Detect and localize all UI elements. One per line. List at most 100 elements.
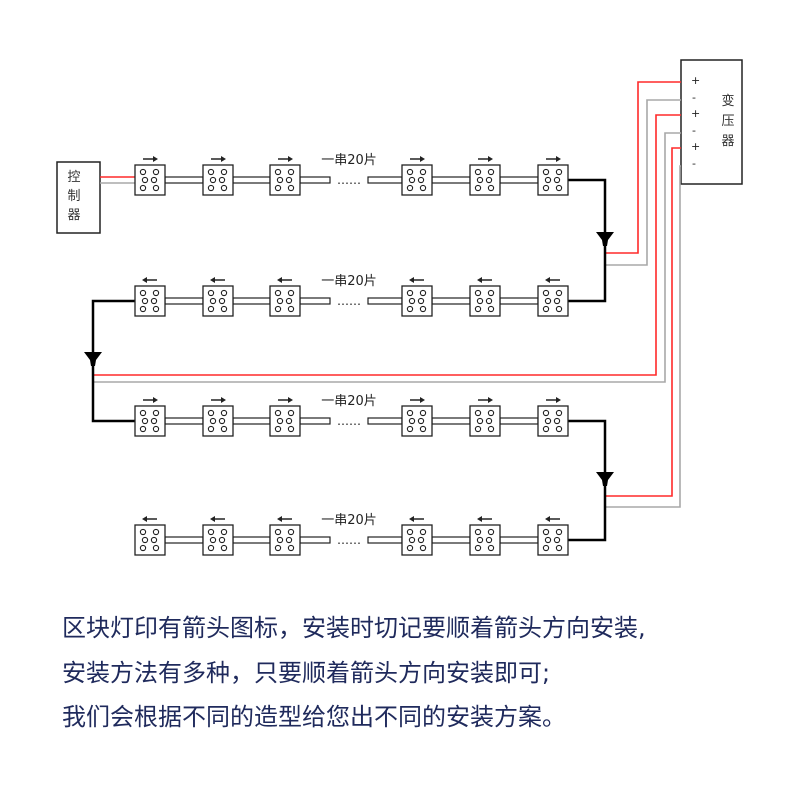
led-dot xyxy=(406,425,414,433)
ellipsis: …… xyxy=(337,173,361,187)
led-dot xyxy=(276,176,284,184)
led-dot xyxy=(207,544,215,552)
led-dot xyxy=(141,297,149,305)
led-dot xyxy=(220,184,228,192)
direction-arrowhead-icon xyxy=(477,516,482,522)
direction-arrowhead-icon xyxy=(420,397,425,403)
positive-wire-1 xyxy=(605,81,681,254)
note-line-2: 安装方法有多种，只要顺着箭头方向安装即可; xyxy=(62,658,551,687)
led-dot xyxy=(542,184,550,192)
led-dot xyxy=(207,425,215,433)
terminal-negative-3: - xyxy=(692,157,696,170)
led-dot xyxy=(419,528,427,536)
led-module xyxy=(401,285,433,317)
led-dot xyxy=(152,289,160,297)
signal-link-3 xyxy=(568,419,607,542)
controller-label: 控 制 器 xyxy=(64,168,84,225)
led-dot xyxy=(553,536,561,544)
led-dot xyxy=(287,305,295,313)
led-module xyxy=(269,524,301,556)
cable xyxy=(232,176,271,184)
led-dot xyxy=(408,536,416,544)
led-dot xyxy=(287,184,295,192)
led-module xyxy=(537,285,569,317)
led-dot xyxy=(555,409,563,417)
signal-arrow-icon xyxy=(596,232,614,246)
cable xyxy=(299,417,331,425)
controller-char: 控 xyxy=(67,170,81,185)
led-dot xyxy=(553,297,561,305)
led-dot xyxy=(542,289,550,297)
led-module xyxy=(269,164,301,196)
direction-arrowhead-icon xyxy=(210,516,215,522)
led-dot xyxy=(220,425,228,433)
led-module xyxy=(537,524,569,556)
cable xyxy=(299,536,331,544)
led-dot xyxy=(220,409,228,417)
cable xyxy=(164,417,204,425)
led-module xyxy=(134,524,166,556)
led-dot xyxy=(406,409,414,417)
led-dot xyxy=(274,409,282,417)
led-dot xyxy=(152,425,160,433)
led-dot xyxy=(152,305,160,313)
led-dot xyxy=(287,425,295,433)
cable xyxy=(299,176,331,184)
direction-arrowhead-icon xyxy=(277,516,282,522)
led-dot xyxy=(152,184,160,192)
led-dot xyxy=(274,305,282,313)
led-dot xyxy=(274,425,282,433)
led-module xyxy=(469,285,501,317)
led-dot xyxy=(152,168,160,176)
cable xyxy=(367,417,403,425)
led-dot xyxy=(287,544,295,552)
led-dot xyxy=(476,176,484,184)
cable xyxy=(499,176,539,184)
led-dot xyxy=(150,176,158,184)
led-dot xyxy=(141,176,149,184)
led-dot xyxy=(207,184,215,192)
signal-link-1 xyxy=(568,178,607,303)
terminal-positive-1: + xyxy=(691,74,701,87)
led-dot xyxy=(207,409,215,417)
cable xyxy=(299,297,331,305)
led-dot xyxy=(150,417,158,425)
led-module xyxy=(134,285,166,317)
direction-arrowhead-icon xyxy=(210,277,215,283)
led-dot xyxy=(476,536,484,544)
cable xyxy=(431,297,471,305)
string-count-label: 一串20片 xyxy=(321,513,377,528)
led-dot xyxy=(485,297,493,305)
led-dot xyxy=(218,176,226,184)
transformer-char: 压 xyxy=(721,114,735,129)
string-count-label: 一串20片 xyxy=(321,153,377,168)
led-module xyxy=(134,405,166,437)
direction-arrowhead-icon xyxy=(477,277,482,283)
led-module xyxy=(202,405,234,437)
terminal-positive-2: + xyxy=(691,107,701,120)
cable xyxy=(232,297,271,305)
direction-arrowhead-icon xyxy=(545,516,550,522)
led-dot xyxy=(207,168,215,176)
led-dot xyxy=(553,417,561,425)
led-dot xyxy=(139,184,147,192)
led-dot xyxy=(285,297,293,305)
led-dot xyxy=(276,297,284,305)
led-dot xyxy=(487,184,495,192)
led-dot xyxy=(150,297,158,305)
direction-arrowhead-icon xyxy=(221,156,226,162)
led-dot xyxy=(487,305,495,313)
led-dot xyxy=(487,289,495,297)
led-dot xyxy=(485,176,493,184)
led-dot xyxy=(487,409,495,417)
negative-wire-3 xyxy=(605,165,681,508)
cable xyxy=(164,536,204,544)
controller-char: 器 xyxy=(67,208,81,223)
led-module xyxy=(134,164,166,196)
direction-arrowhead-icon xyxy=(288,156,293,162)
led-dot xyxy=(139,289,147,297)
led-dot xyxy=(555,544,563,552)
led-dot xyxy=(285,176,293,184)
led-dot xyxy=(487,425,495,433)
ellipsis: …… xyxy=(337,414,361,428)
